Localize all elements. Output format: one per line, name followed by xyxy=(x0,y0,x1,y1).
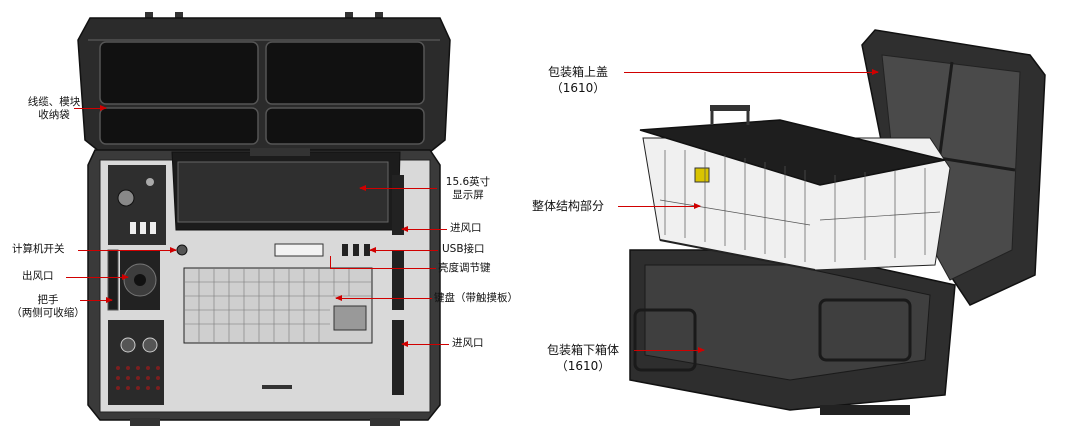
case-body xyxy=(87,148,441,421)
screen-15-6 xyxy=(171,148,401,231)
lid-storage-bags xyxy=(77,17,451,153)
leader-handle xyxy=(80,297,113,303)
label-power-switch: 计算机开关 xyxy=(12,243,65,255)
label-handle: 把手（两侧可收缩） xyxy=(11,294,85,319)
label-structure: 整体结构部分 xyxy=(532,199,605,213)
label-vent-out: 出风口 xyxy=(22,270,54,282)
bottom-box xyxy=(629,249,956,415)
keyboard-touchpad xyxy=(183,267,373,344)
label-bottom-box: 包装箱下箱体（1610） xyxy=(546,343,619,373)
label-vent-in-1: 进风口 xyxy=(450,222,482,234)
leader-vent-out xyxy=(66,274,129,280)
leader-vent-in-1 xyxy=(401,226,447,232)
right-exploded-view xyxy=(629,29,1046,415)
power-switch xyxy=(176,244,188,256)
leader-storage-bag xyxy=(74,105,107,111)
label-usb: USB接口 xyxy=(442,243,485,255)
leader-top-lid xyxy=(624,69,879,75)
leader-keyboard xyxy=(335,295,432,301)
label-screen: 15.6英寸显示屏 xyxy=(445,176,491,201)
left-case-view xyxy=(77,12,451,426)
label-storage-bag: 线缆、模块收纳袋 xyxy=(27,96,81,121)
leader-bottom-box xyxy=(634,347,705,353)
top-lid xyxy=(861,29,1046,306)
leader-vent-in-2 xyxy=(401,341,449,347)
label-top-lid: 包装箱上盖（1610） xyxy=(547,65,608,95)
leader-structure xyxy=(618,203,701,209)
leader-brightness-v xyxy=(330,256,331,268)
leader-power-switch xyxy=(78,247,177,253)
label-brightness: 亮度调节键 xyxy=(438,262,491,274)
frame-structure xyxy=(639,105,951,271)
label-vent-in-2: 进风口 xyxy=(452,337,484,349)
leader-brightness xyxy=(330,268,436,269)
leader-usb xyxy=(369,247,438,253)
leader-screen xyxy=(359,185,437,191)
label-keyboard: 键盘（带触摸板） xyxy=(434,292,518,304)
